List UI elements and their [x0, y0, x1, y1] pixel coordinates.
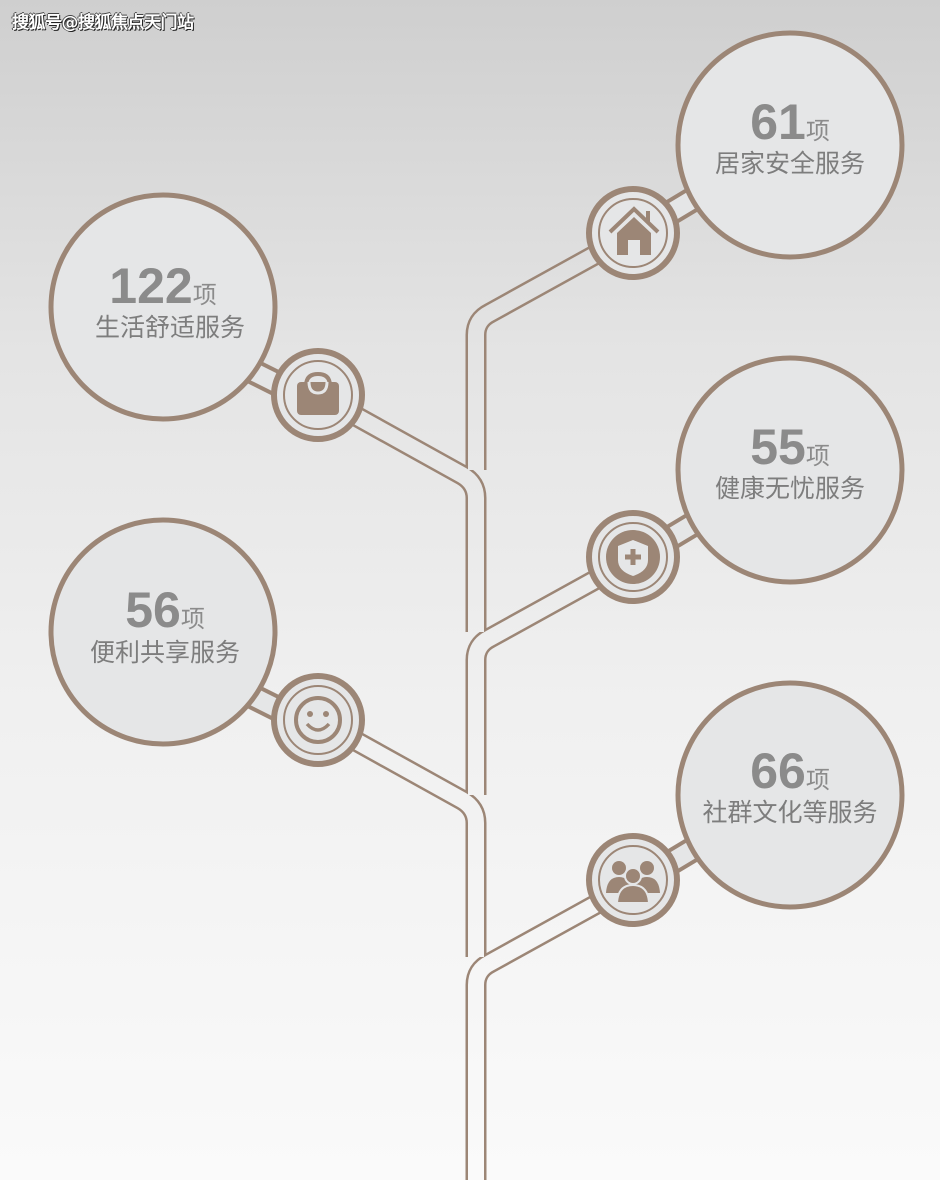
watermark: 搜狐号@搜狐焦点天门站	[12, 13, 194, 33]
service-card-health: 55项 健康无忧服务	[675, 355, 905, 585]
service-label: 居家安全服务	[715, 149, 865, 178]
svg-text:61项: 61项	[750, 94, 830, 150]
svg-text:56项: 56项	[125, 582, 205, 638]
service-count: 122	[109, 258, 192, 314]
svg-text:55项: 55项	[750, 419, 830, 475]
service-label: 社群文化等服务	[702, 798, 877, 827]
service-unit: 项	[193, 281, 217, 309]
people-group-icon	[586, 833, 680, 927]
service-count: 55	[750, 419, 806, 475]
shopping-bag-icon	[271, 348, 365, 442]
service-card-community: 66项 社群文化等服务	[675, 680, 905, 910]
service-unit: 项	[181, 605, 205, 633]
service-unit: 项	[806, 766, 830, 794]
service-unit: 项	[806, 117, 830, 145]
service-label: 生活舒适服务	[95, 313, 245, 342]
service-unit: 项	[806, 442, 830, 470]
medical-shield-icon	[586, 510, 680, 604]
service-label: 健康无忧服务	[715, 474, 865, 503]
svg-text:122项: 122项	[109, 258, 216, 314]
service-label: 便利共享服务	[90, 638, 240, 667]
house-icon	[586, 186, 680, 280]
service-card-home-safety: 61项 居家安全服务	[675, 30, 905, 260]
svg-text:66项: 66项	[750, 743, 830, 799]
smiley-icon	[271, 673, 365, 767]
service-card-living: 122项 生活舒适服务	[48, 192, 278, 422]
service-card-convenience: 56项 便利共享服务	[48, 517, 278, 747]
service-count: 66	[750, 743, 806, 799]
service-count: 61	[750, 94, 806, 150]
service-count: 56	[125, 582, 181, 638]
